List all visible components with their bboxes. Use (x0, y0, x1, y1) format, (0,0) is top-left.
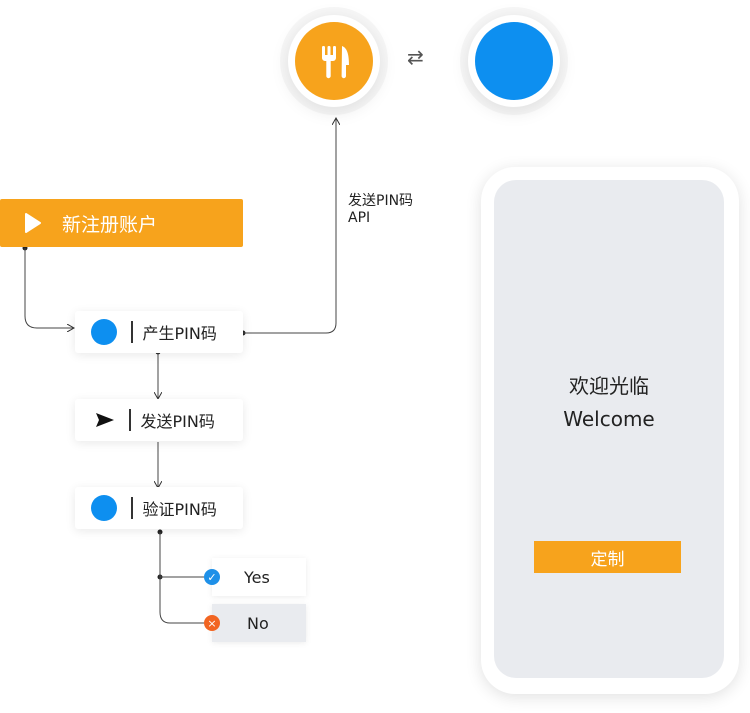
close-icon: × (204, 615, 220, 631)
welcome-title-cn: 欢迎光临 (569, 374, 649, 398)
step-send-pin[interactable]: 发送PIN码 (75, 399, 243, 441)
trigger-new-account[interactable]: 新注册账户 (0, 199, 243, 247)
api-label: 发送PIN码 API (348, 193, 413, 227)
trigger-to-generate-connector (22, 245, 75, 329)
step-label: 发送PIN码 (140, 412, 215, 431)
blue-node-fill (475, 22, 553, 100)
branch-no-label: No (247, 613, 269, 633)
divider (131, 497, 133, 519)
restaurant-node-fill (295, 22, 373, 100)
customize-button[interactable]: 定制 (534, 541, 681, 573)
api-label-line2: API (348, 210, 371, 226)
generate-to-api-connector (240, 118, 337, 336)
phone-mockup: 欢迎光临 Welcome 定制 (481, 167, 739, 694)
blue-dot-icon (91, 495, 117, 521)
divider (131, 321, 133, 343)
swap-arrows-icon: ⇄ (407, 45, 424, 69)
step-label: 产生PIN码 (142, 324, 217, 343)
fork-knife-icon (322, 46, 349, 79)
step-verify-pin[interactable]: 验证PIN码 (75, 487, 243, 529)
blue-node[interactable] (468, 15, 560, 107)
branch-yes[interactable]: Yes (212, 558, 306, 596)
step-label: 验证PIN码 (142, 500, 217, 519)
generate-to-send-connector (156, 349, 161, 400)
trigger-label: 新注册账户 (62, 213, 158, 236)
phone-screen: 欢迎光临 Welcome 定制 (494, 180, 724, 678)
restaurant-node[interactable] (288, 15, 380, 107)
check-icon: ✓ (204, 569, 220, 585)
divider (129, 409, 131, 431)
branch-no[interactable]: No (212, 604, 306, 642)
blue-dot-icon (91, 319, 117, 345)
welcome-title-en: Welcome (563, 407, 655, 431)
branch-yes-label: Yes (244, 567, 270, 587)
send-icon (96, 413, 114, 427)
api-label-line1: 发送PIN码 (348, 193, 414, 209)
verify-to-branches-connector (157, 529, 205, 624)
play-icon (25, 213, 41, 233)
step-generate-pin[interactable]: 产生PIN码 (75, 311, 243, 353)
